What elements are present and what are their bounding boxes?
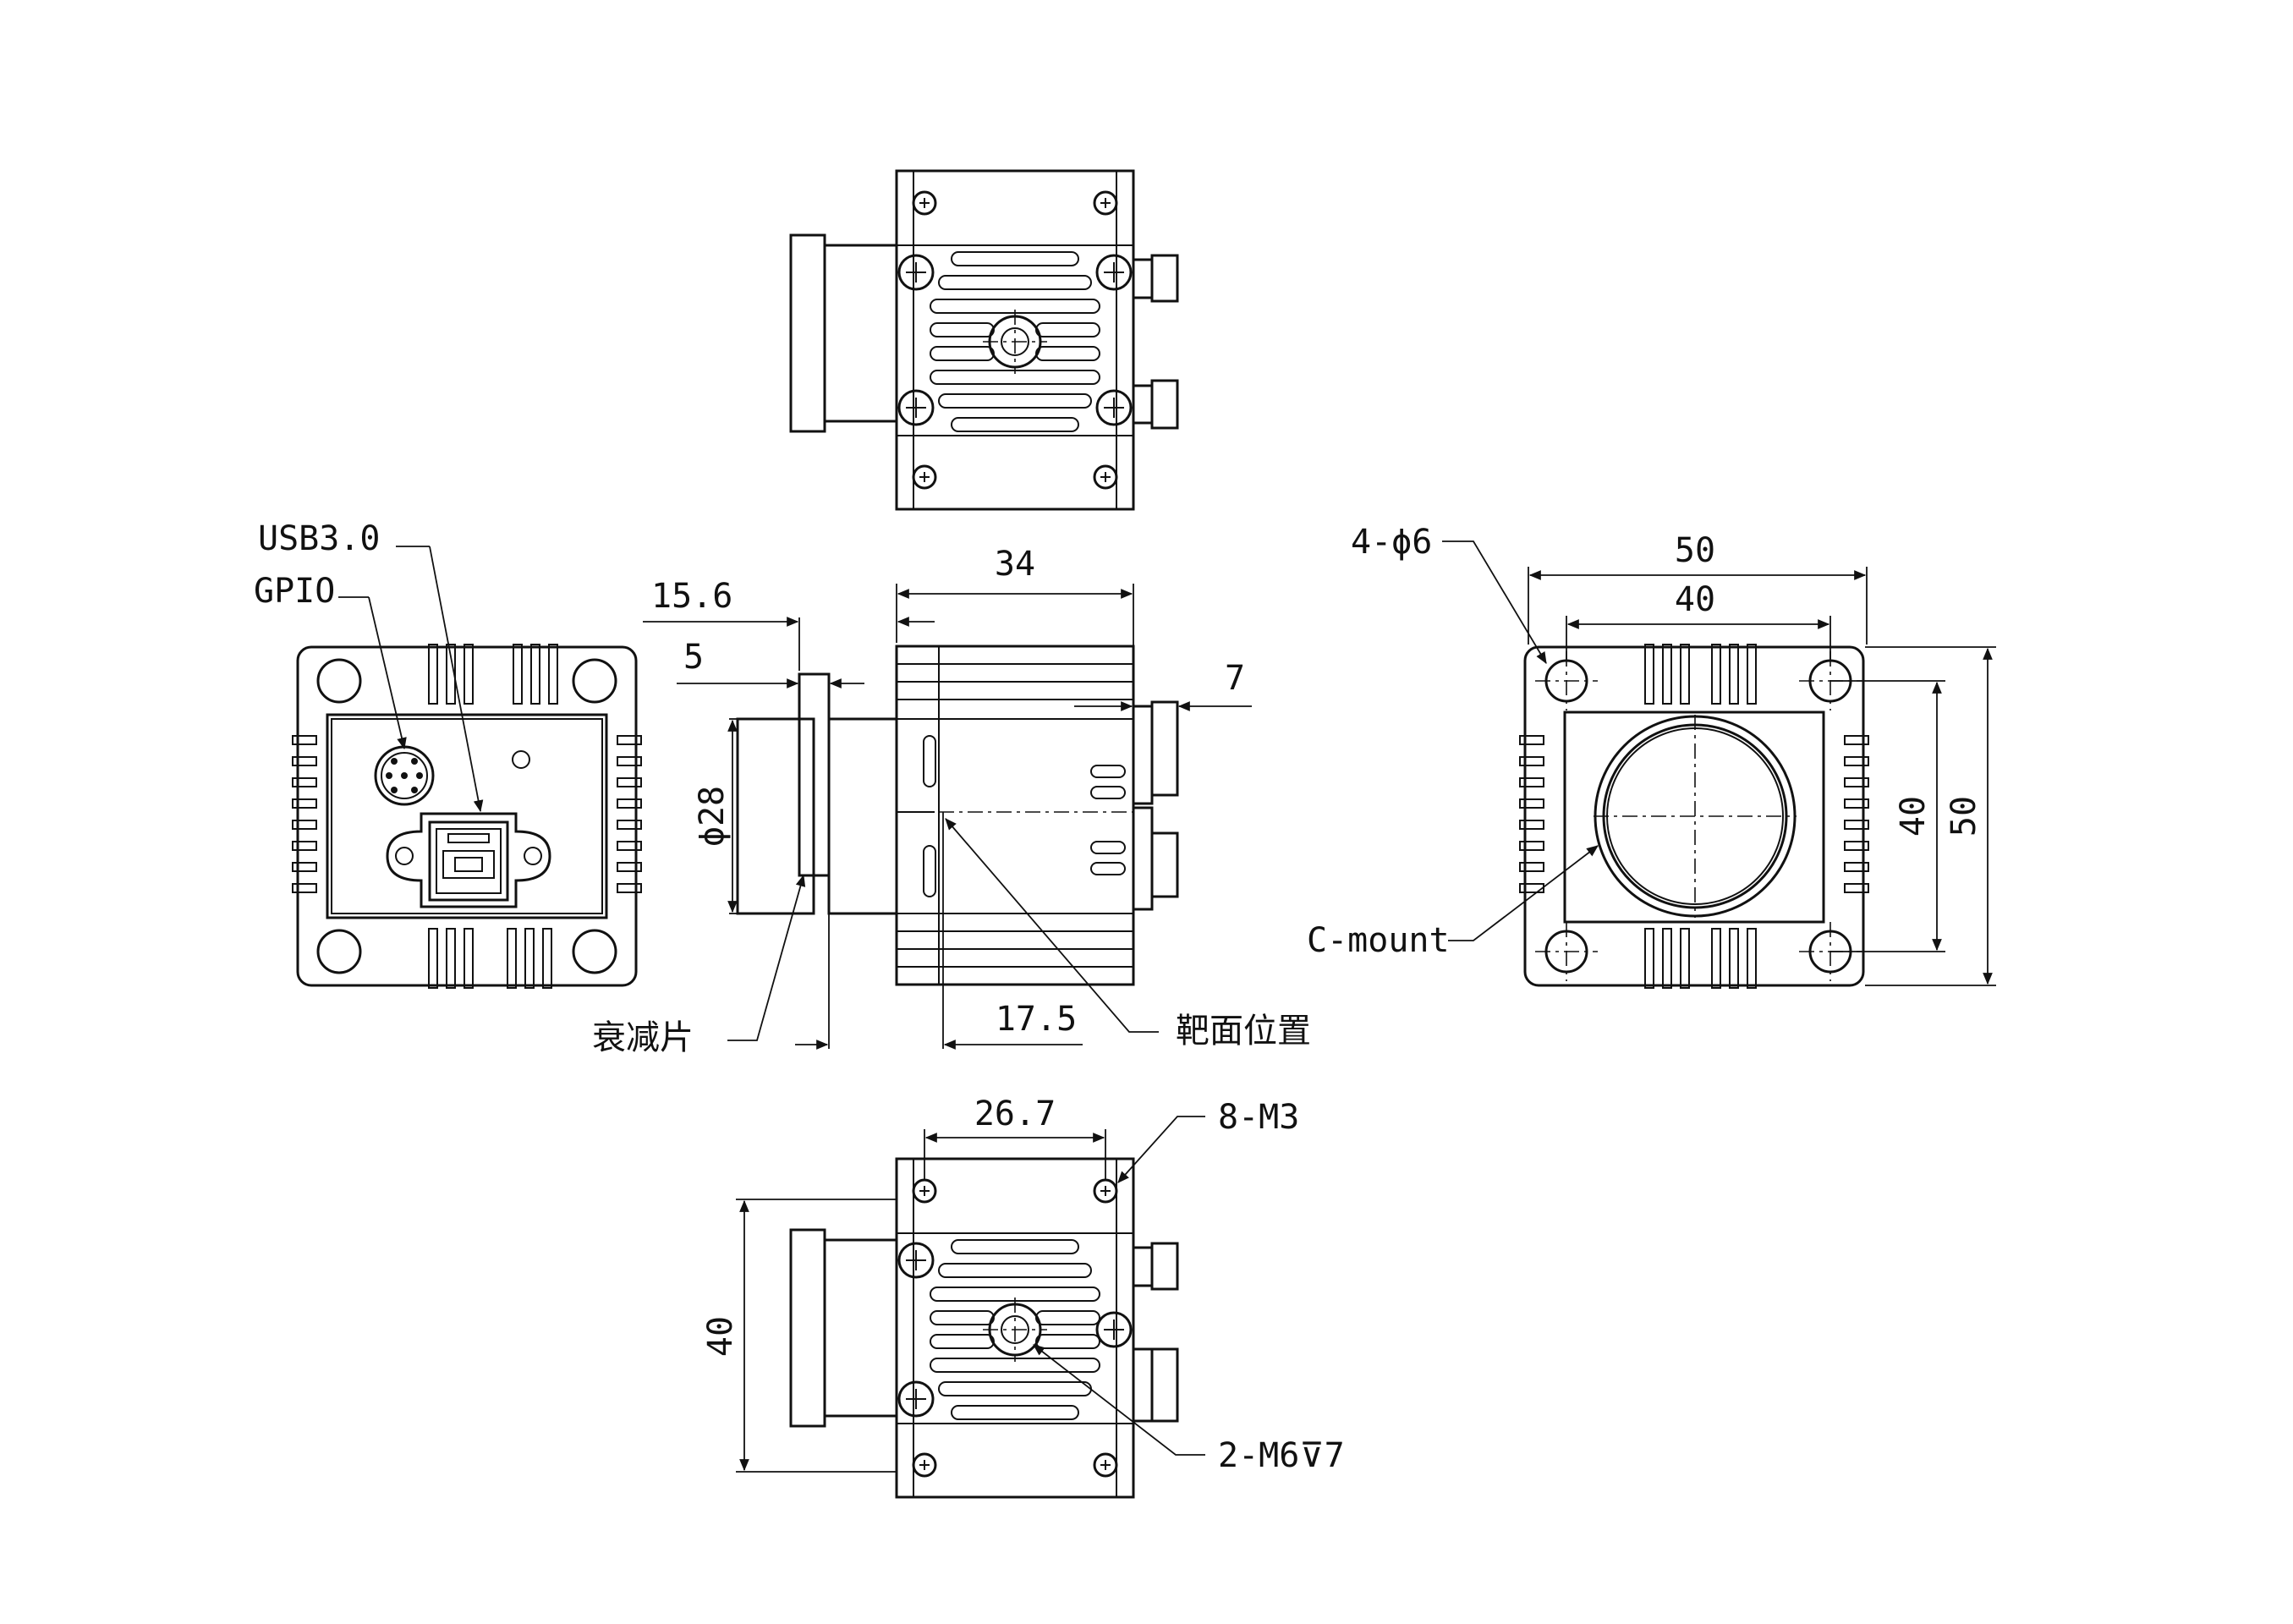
side-housing <box>895 645 1135 986</box>
dim-34: 34 <box>995 545 1035 584</box>
dim-50-horizontal: 50 <box>1675 531 1715 570</box>
back-bottom-fins <box>428 928 552 989</box>
bottom-housing <box>895 1157 1135 1499</box>
front-top-fins <box>1644 644 1757 705</box>
mount-holes-label: 4-ϕ6 <box>1351 523 1432 562</box>
top-lens-face <box>789 233 826 433</box>
top-lens-body <box>823 244 898 423</box>
dim-17-5: 17.5 <box>996 1000 1077 1039</box>
front-housing <box>1523 645 1865 987</box>
top-usb-plug <box>1150 379 1179 430</box>
bottom-view: 26.7 40 8-M3 2-M6⊽7 <box>701 1095 1345 1499</box>
back-side-fins <box>292 735 642 893</box>
front-side-fins <box>1519 735 1869 893</box>
usb3-connector <box>386 812 551 908</box>
dim-15-6: 15.6 <box>651 577 732 616</box>
side-lens-body <box>827 717 898 915</box>
dim-40-bottom: 40 <box>701 1316 740 1357</box>
dim-5: 5 <box>683 638 704 677</box>
top-view <box>789 169 1179 511</box>
dim-phi28: ϕ28 <box>693 786 732 847</box>
usb3-label: USB3.0 <box>258 519 381 558</box>
gpio-label: GPIO <box>254 572 335 611</box>
screw-holes-label: 8-M3 <box>1218 1098 1299 1137</box>
dim-50-vertical: 50 <box>1945 796 1983 837</box>
front-view: 50 40 40 50 4-ϕ6 C-mount <box>1307 523 1996 989</box>
tripod-holes-label: 2-M6⊽7 <box>1218 1436 1345 1475</box>
dim-40-horizontal: 40 <box>1675 580 1715 619</box>
c-mount-label: C-mount <box>1307 921 1450 960</box>
top-gpio-plug <box>1150 254 1179 303</box>
filter-label: 衰减片 <box>592 1018 694 1057</box>
side-view: 34 15.6 5 7 ϕ28 17.5 衰减片 靶面位置 <box>592 545 1311 1057</box>
side-lens-mount <box>736 717 815 915</box>
bottom-lens-body <box>823 1238 898 1418</box>
bottom-gpio-plug <box>1150 1242 1179 1291</box>
sensor-plane-label: 靶面位置 <box>1176 1012 1311 1051</box>
top-housing <box>895 169 1135 511</box>
dim-40-vertical: 40 <box>1894 796 1933 837</box>
side-housing-ribs <box>897 663 1133 968</box>
dim-7: 7 <box>1225 659 1245 698</box>
bottom-usb-plug <box>1150 1347 1179 1423</box>
side-usb-plug <box>1150 831 1179 898</box>
front-bottom-fins <box>1644 928 1757 989</box>
dim-26-7: 26.7 <box>974 1095 1056 1133</box>
back-housing <box>296 645 638 987</box>
back-view: USB3.0 GPIO <box>254 519 642 989</box>
back-top-fins <box>428 644 558 705</box>
side-gpio-plug <box>1150 700 1179 797</box>
back-panel <box>326 713 608 919</box>
front-panel <box>1563 710 1825 924</box>
gpio-connector <box>374 745 435 806</box>
status-led <box>512 750 530 769</box>
bottom-lens-face <box>789 1228 826 1428</box>
